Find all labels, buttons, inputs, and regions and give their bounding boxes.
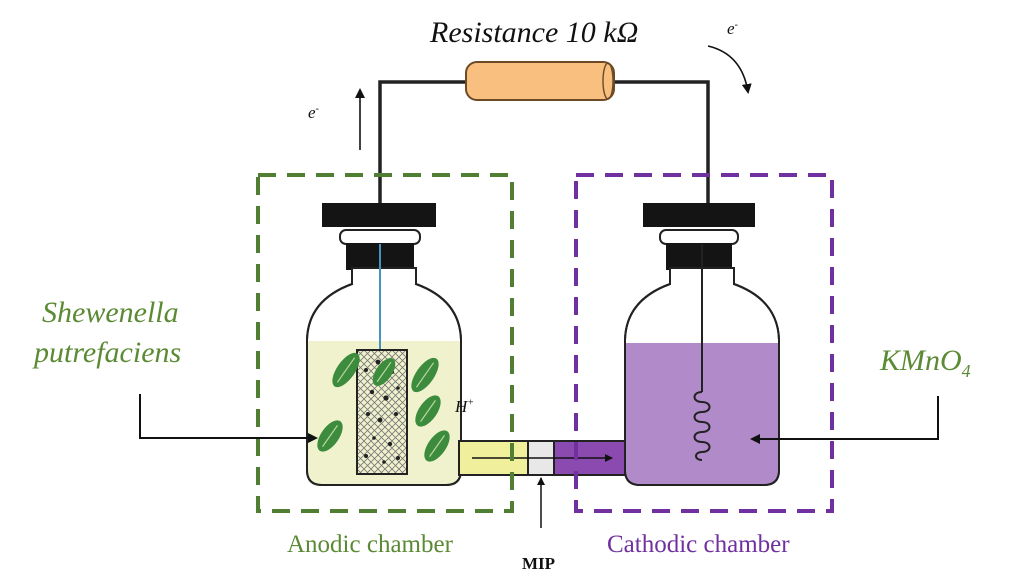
bacteria-pointer-arrow	[139, 394, 318, 443]
mip-label: MIP	[522, 554, 556, 573]
anode-electrode-specks	[364, 359, 400, 464]
anodic-chamber-box	[256, 173, 514, 513]
cathodic-chamber-box	[574, 173, 834, 513]
resistance-title: Resistance 10 kΩ	[430, 16, 639, 49]
bacterium-label-line1: Shewenella	[42, 296, 179, 329]
bacteria-cells	[317, 352, 450, 462]
resistor	[465, 61, 615, 101]
oxidant-label: KMnO4	[880, 344, 971, 381]
kmno4-pointer-arrow	[750, 396, 939, 444]
catholyte	[626, 343, 778, 484]
external-circuit-wire	[378, 80, 710, 205]
anodic-chamber-label: Anodic chamber	[287, 531, 453, 558]
anode-bottle-outline	[306, 268, 462, 486]
proton-label: H+	[455, 397, 475, 416]
electron-flow-arrow-curve	[707, 45, 752, 94]
cathode-bottle-cap	[643, 203, 755, 227]
membrane-bridge	[458, 440, 626, 476]
resistor-end-cap	[602, 62, 614, 100]
electron-label-right: e-	[727, 19, 738, 38]
anode-bottle-cap	[322, 203, 436, 227]
cathode-bottle-outline	[624, 268, 780, 486]
cathode-bottle	[624, 203, 780, 486]
bacterium-label-line2: putrefaciens	[34, 336, 182, 369]
cathode-bottle-stopper	[666, 243, 732, 270]
anode-bottle-ring	[339, 229, 421, 245]
electron-label-left: e-	[308, 103, 319, 122]
cathode-coil	[693, 391, 711, 461]
cathode-bottle-ring	[659, 229, 739, 245]
cathodic-chamber-label: Cathodic chamber	[607, 531, 790, 558]
